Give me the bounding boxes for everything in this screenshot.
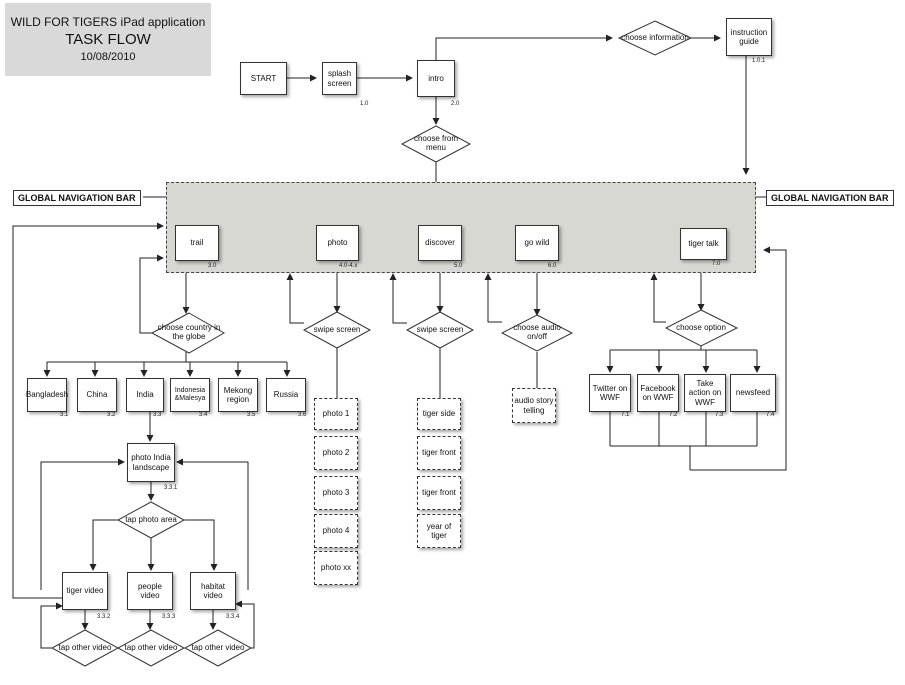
country-mekong: Mekong region (218, 378, 258, 412)
nav-item-tiger-talk[interactable]: tiger talk (680, 228, 727, 260)
photo-item-3: photo 3 (314, 476, 358, 510)
splash-screen-node: splash screen (322, 62, 357, 95)
country-indonesia: Indonesia &Malesya (170, 378, 210, 412)
title-block: WILD FOR TIGERS iPad application TASK FL… (5, 3, 211, 76)
intro-node: intro (417, 60, 455, 97)
choose-from-menu-label: choose from menu (413, 134, 459, 152)
discover-year-of-tiger: year of tiger (417, 514, 461, 548)
num-photo-india: 3.3.1 (164, 485, 178, 491)
nav-label-left: GLOBAL NAVIGATION BAR (13, 190, 141, 206)
num-discover: 5.0 (454, 263, 463, 269)
country-india: India (126, 378, 164, 412)
choose-option-label: choose option (676, 322, 726, 332)
country-china: China (77, 378, 117, 412)
num-instruction: 1.0.1 (752, 58, 766, 64)
start-node: START (240, 62, 287, 95)
swipe-screen-diamond-1 (302, 311, 372, 349)
audio-story-telling-node: audio story telling (512, 388, 556, 423)
instruction-guide-node: instruction guide (726, 18, 772, 56)
tap-photo-area-label: tap photo area (125, 514, 177, 524)
num-india: 3.3 (153, 412, 162, 418)
nav-item-discover[interactable]: discover (418, 225, 462, 261)
num-people-video: 3.3.3 (162, 614, 176, 620)
swipe-screen-label-2: swipe screen (416, 324, 464, 334)
habitat-video-node: habitat video (190, 572, 236, 610)
num-tiger-video: 3.3.2 (97, 614, 111, 620)
choose-audio-label: choose audio on/off (513, 323, 561, 341)
photo-item-2: photo 2 (314, 436, 358, 470)
discover-tiger-front-2: tiger front (417, 476, 461, 510)
num-china: 3.2 (107, 412, 116, 418)
num-bangladesh: 3.1 (60, 412, 69, 418)
choose-information-label: choose information (621, 32, 689, 42)
num-habitat-video: 3.3.4 (226, 614, 240, 620)
discover-tiger-side: tiger side (417, 398, 461, 430)
photo-india-landscape-node: photo India landscape (127, 443, 175, 482)
num-facebook: 7.2 (669, 412, 678, 418)
people-video-node: people video (127, 572, 173, 610)
photo-item-xx: photo xx (314, 551, 358, 585)
country-russia: Russia (266, 378, 306, 412)
num-newsfeed: 7.4 (766, 412, 775, 418)
doc-date: 10/08/2010 (80, 51, 136, 63)
photo-item-1: photo 1 (314, 398, 358, 430)
num-russia: 3.6 (298, 412, 307, 418)
choose-information-diamond (617, 20, 693, 56)
swipe-screen-diamond-2 (405, 311, 475, 349)
discover-tiger-front-1: tiger front (417, 436, 461, 470)
swipe-screen-label-1: swipe screen (313, 324, 361, 334)
app-title: WILD FOR TIGERS iPad application (10, 15, 206, 29)
tap-other-video-label-2: tap other video (124, 642, 178, 652)
tap-other-video-diamond-2 (116, 629, 186, 667)
doc-title: TASK FLOW (65, 31, 151, 48)
num-splash: 1.0 (360, 101, 369, 107)
tap-other-video-diamond-1 (50, 629, 120, 667)
tap-other-video-diamond-3 (183, 629, 253, 667)
tiger-video-node: tiger video (62, 572, 108, 610)
option-twitter: Twitter on WWF (589, 374, 631, 412)
num-tigertalk: 7.0 (712, 261, 721, 267)
num-trail: 3.0 (208, 263, 217, 269)
tap-other-video-label-3: tap other video (191, 642, 245, 652)
tap-photo-area-diamond (116, 501, 186, 539)
num-twitter: 7.1 (621, 412, 630, 418)
option-facebook: Facebook on WWF (637, 374, 679, 412)
country-bangladesh: Bangladesh (26, 378, 68, 412)
tap-other-video-label-1: tap other video (58, 642, 112, 652)
num-takeaction: 7.3 (715, 412, 724, 418)
num-mekong: 3.5 (247, 412, 256, 418)
choose-audio-diamond (500, 314, 574, 352)
num-gowild: 6.0 (548, 263, 557, 269)
nav-item-go-wild[interactable]: go wild (515, 225, 559, 261)
nav-label-right: GLOBAL NAVIGATION BAR (766, 190, 894, 206)
num-photo: 4.0-4.x (339, 263, 358, 269)
num-indonesia: 3.4 (199, 412, 208, 418)
choose-from-menu-diamond (400, 125, 472, 163)
option-newsfeed: newsfeed (730, 374, 776, 412)
choose-country-diamond (150, 312, 226, 354)
choose-option-diamond (664, 309, 739, 347)
option-take-action: Take action on WWF (684, 374, 726, 412)
photo-item-4: photo 4 (314, 514, 358, 548)
nav-item-photo[interactable]: photo (316, 225, 359, 261)
num-intro: 2.0 (451, 101, 460, 107)
nav-item-trail[interactable]: trail (175, 225, 219, 261)
choose-country-label: choose country in the globe (157, 323, 221, 341)
